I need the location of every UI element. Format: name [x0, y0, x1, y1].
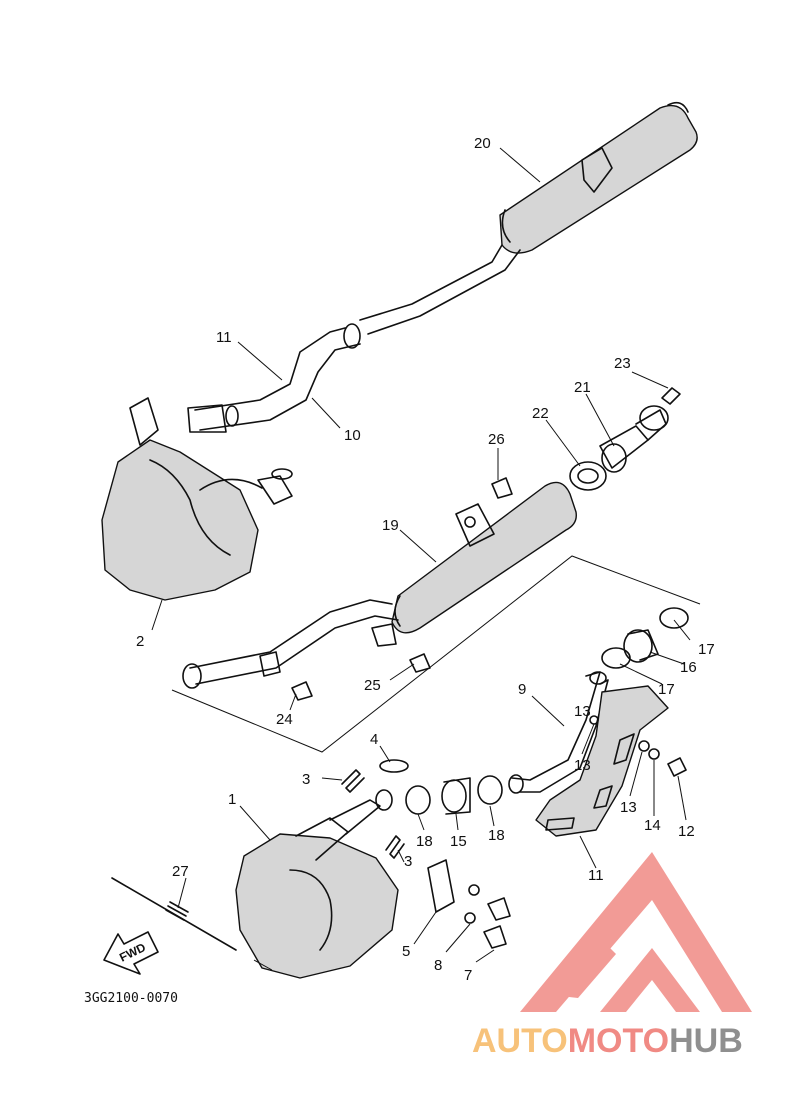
watermark-auto: AUTO [472, 1022, 568, 1060]
leader-lines [151, 147, 691, 971]
callout-20: 20 [474, 135, 491, 152]
callout-18a: 18 [416, 833, 433, 850]
callout-6: 7 [464, 967, 472, 984]
callout-25: 25 [364, 677, 381, 694]
fwd-label: FWD [117, 940, 148, 965]
callout-3b: 3 [404, 853, 412, 870]
part-16-17-clamps [601, 607, 689, 669]
part-19-muffler [182, 481, 577, 689]
callout-14: 14 [644, 817, 661, 834]
callout-4: 4 [370, 731, 378, 748]
callout-27: 27 [172, 863, 189, 880]
callout-11: 11 [216, 329, 232, 346]
callout-3a: 3 [302, 771, 310, 788]
part-8-pipe [508, 671, 609, 794]
callout-18b: 18 [488, 827, 505, 844]
part-20-silencer [359, 101, 698, 335]
group-frame [171, 555, 701, 753]
part-21-22-endcap [569, 405, 669, 491]
callout-15: 15 [450, 833, 467, 850]
watermark-logo-icon [520, 852, 752, 1012]
callout-9: 10 [344, 427, 361, 444]
svg-text:AUTOMOTOHUB: AUTOMOTOHUB [472, 1022, 743, 1060]
callout-17a: 17 [698, 641, 715, 658]
callout-26: 26 [488, 431, 505, 448]
springs [341, 759, 409, 859]
callout-23: 23 [614, 355, 631, 372]
callout-22: 22 [532, 405, 549, 422]
callout-10: 11 [588, 867, 604, 884]
bolts [291, 387, 681, 701]
part-1-exhaust-pipe [235, 789, 399, 979]
callout-13c: 13 [574, 703, 591, 720]
part-9-11-link-pipe [187, 323, 361, 433]
callout-21: 21 [574, 379, 591, 396]
part-10-guard [535, 685, 669, 837]
callout-13b: 13 [620, 799, 637, 816]
fwd-arrow-icon: FWD [103, 931, 159, 975]
callout-2: 2 [136, 633, 144, 650]
callout-numbers: 20 11 10 2 23 21 22 26 19 17 16 17 25 24… [136, 135, 715, 984]
callout-7: 8 [434, 957, 442, 974]
callout-13a: 13 [574, 757, 591, 774]
part-2-protector [101, 397, 293, 601]
automotohub-watermark: AUTOMOTOHUB [472, 852, 752, 1060]
part-27-rod [111, 877, 237, 951]
callout-12: 12 [678, 823, 695, 840]
callout-19: 19 [382, 517, 399, 534]
watermark-hub: HUB [669, 1022, 743, 1060]
part-15-18-joint [405, 775, 503, 815]
part-5-7-bracket [427, 859, 511, 949]
callout-24: 24 [276, 711, 293, 728]
callout-17b: 17 [658, 681, 675, 698]
callout-5: 5 [402, 943, 410, 960]
callout-8: 9 [518, 681, 526, 698]
diagram-code: 3GG2100-0070 [84, 991, 178, 1006]
callout-16: 16 [680, 659, 697, 676]
callout-1: 1 [228, 791, 236, 808]
watermark-moto: MOTO [568, 1022, 669, 1060]
